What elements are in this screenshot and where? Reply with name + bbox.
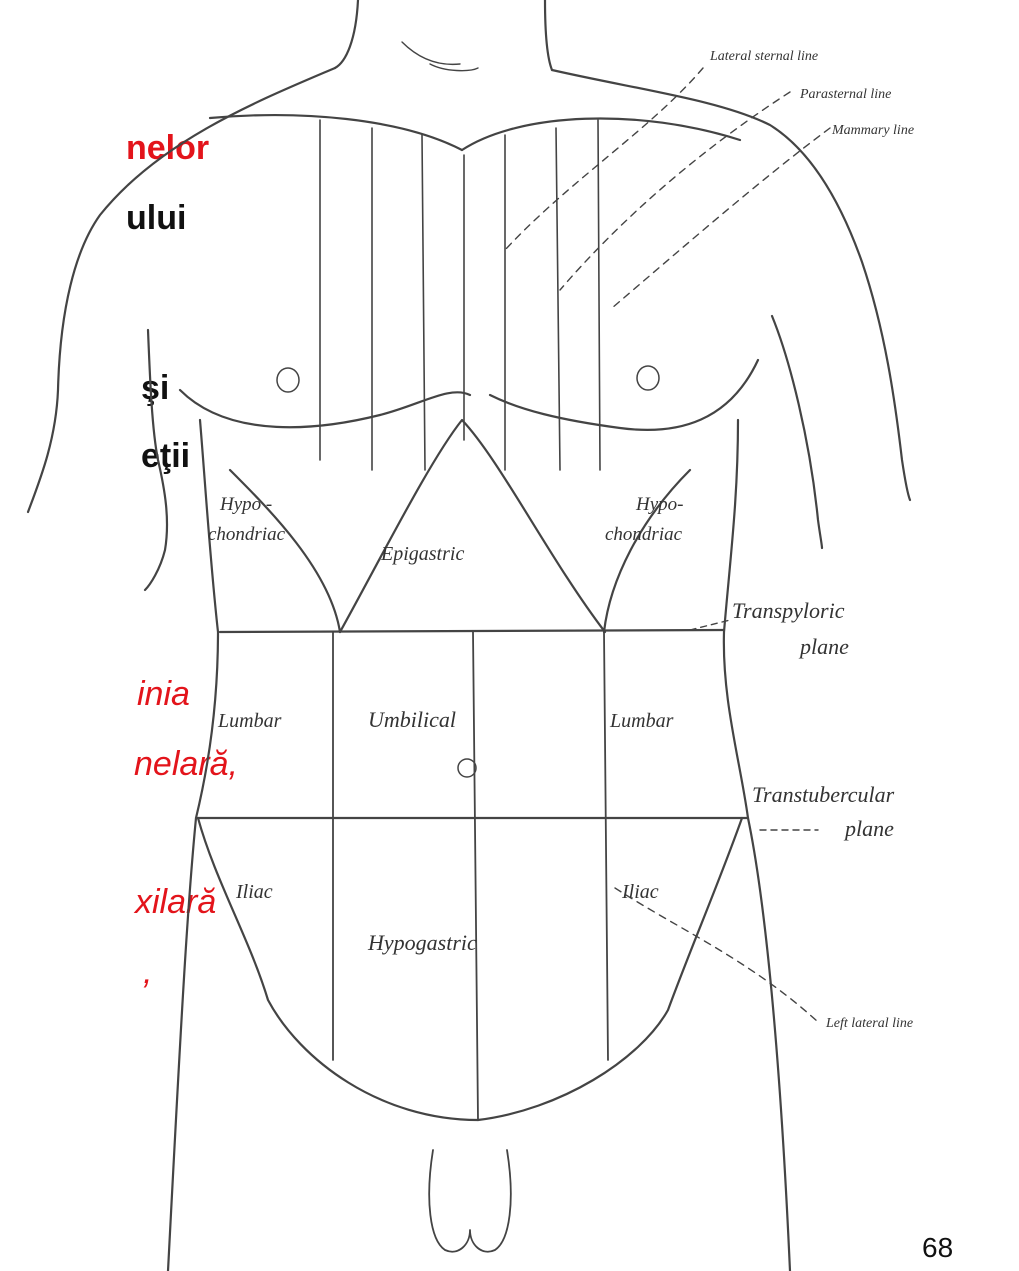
label-parasternal-line: Parasternal line <box>799 87 891 102</box>
label-transpyloric-2: plane <box>798 634 849 659</box>
label-lateral-sternal-line: Lateral sternal line <box>709 49 818 64</box>
label-hypochondriac-left-2: chondriac <box>605 524 683 545</box>
label-hypochondriac-right-1: Hypo - <box>219 494 272 515</box>
parasternal-line-leader <box>560 92 790 290</box>
pectoral-left <box>490 360 758 430</box>
label-hypochondriac-left-1: Hypo- <box>635 494 683 515</box>
epigastric-triangle <box>340 420 605 632</box>
label-iliac-right: Iliac <box>235 881 273 903</box>
label-transtubercular-2: plane <box>843 816 894 841</box>
label-epigastric: Epigastric <box>380 543 464 565</box>
torso-side-left <box>724 420 790 1271</box>
left-lateral-line-leader <box>615 888 818 1022</box>
clavicle-right <box>210 115 462 150</box>
pectoral-right <box>180 390 470 427</box>
label-umbilical: Umbilical <box>368 707 456 732</box>
neck-lines <box>402 42 478 71</box>
inguinal-right <box>198 818 478 1120</box>
transpyloric-plane-line <box>220 630 724 632</box>
arm-right-inner <box>145 330 167 590</box>
region-vertical-lines <box>333 632 608 1120</box>
label-lumbar-left: Lumbar <box>609 710 674 732</box>
nipple-right <box>277 368 299 392</box>
torso-side-right <box>168 420 218 1271</box>
label-lumbar-right: Lumbar <box>217 710 282 732</box>
genital-outline <box>429 1150 511 1252</box>
mammary-line-leader <box>612 128 830 308</box>
label-hypogastric: Hypogastric <box>367 930 477 955</box>
navel <box>458 759 476 777</box>
neck-right-outline <box>335 0 358 68</box>
shoulder-right <box>28 68 335 512</box>
page-number: 68 <box>922 1232 953 1264</box>
nipple-left <box>637 366 659 390</box>
label-hypochondriac-right-2: chondriac <box>208 524 286 545</box>
arm-left-inner <box>772 316 822 548</box>
label-transtubercular-1: Transtubercular <box>752 782 895 807</box>
label-iliac-left: Iliac <box>621 881 659 903</box>
label-transpyloric-1: Transpyloric <box>732 598 845 623</box>
clavicle-left <box>462 118 740 150</box>
label-left-lateral-line: Left lateral line <box>825 1016 913 1031</box>
neck-left-outline <box>545 0 552 70</box>
label-mammary-line: Mammary line <box>831 123 914 138</box>
inguinal-left <box>478 818 742 1120</box>
